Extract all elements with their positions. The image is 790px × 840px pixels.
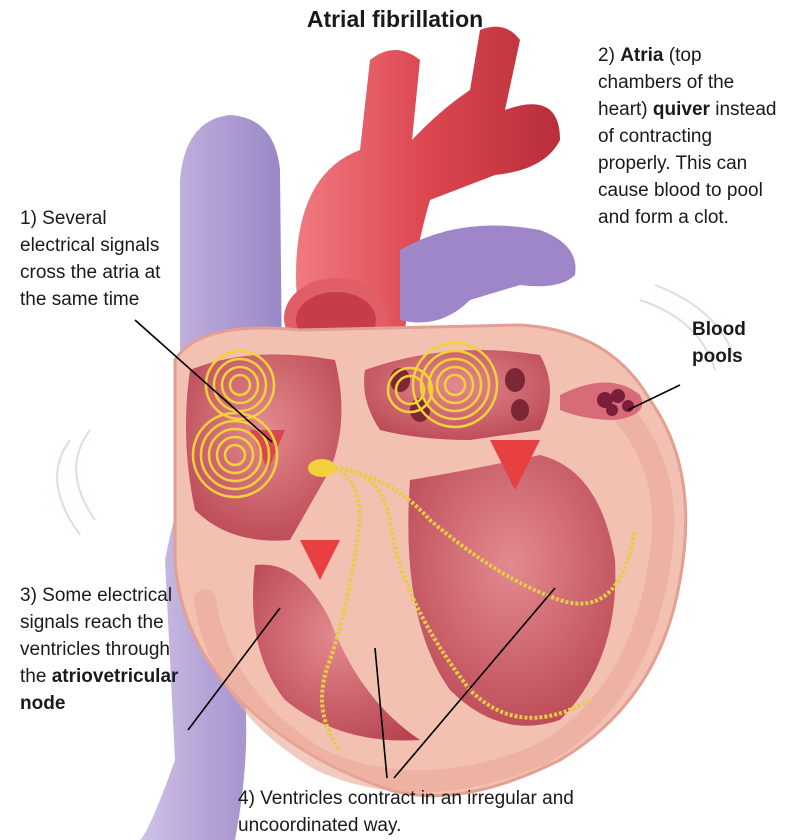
annotation-2-number: 2) [598,45,615,66]
av-node [308,459,336,477]
annotation-blood-bold: Blood pools [692,319,746,367]
annotation-several-signals: 1) Several electrical signals cross the … [20,205,170,313]
annotation-atria-quiver: 2) Atria (top chambers of the heart) qui… [598,42,778,231]
annotation-1-text: 1) Several electrical signals cross the … [20,208,160,310]
annotation-ventricles: 4) Ventricles contract in an irregular a… [238,785,638,839]
annotation-4-text: 4) Ventricles contract in an irregular a… [238,788,574,836]
pulmonary-artery [400,226,576,323]
annotation-blood-pools: Blood pools [692,316,772,370]
diagram-title: Atrial fibrillation [0,6,790,33]
annotation-2-bold-quiver: quiver [653,99,710,120]
annotation-av-node: 3) Some electrical signals reach the ven… [20,582,190,717]
annotation-2-bold-atria: Atria [620,45,663,66]
